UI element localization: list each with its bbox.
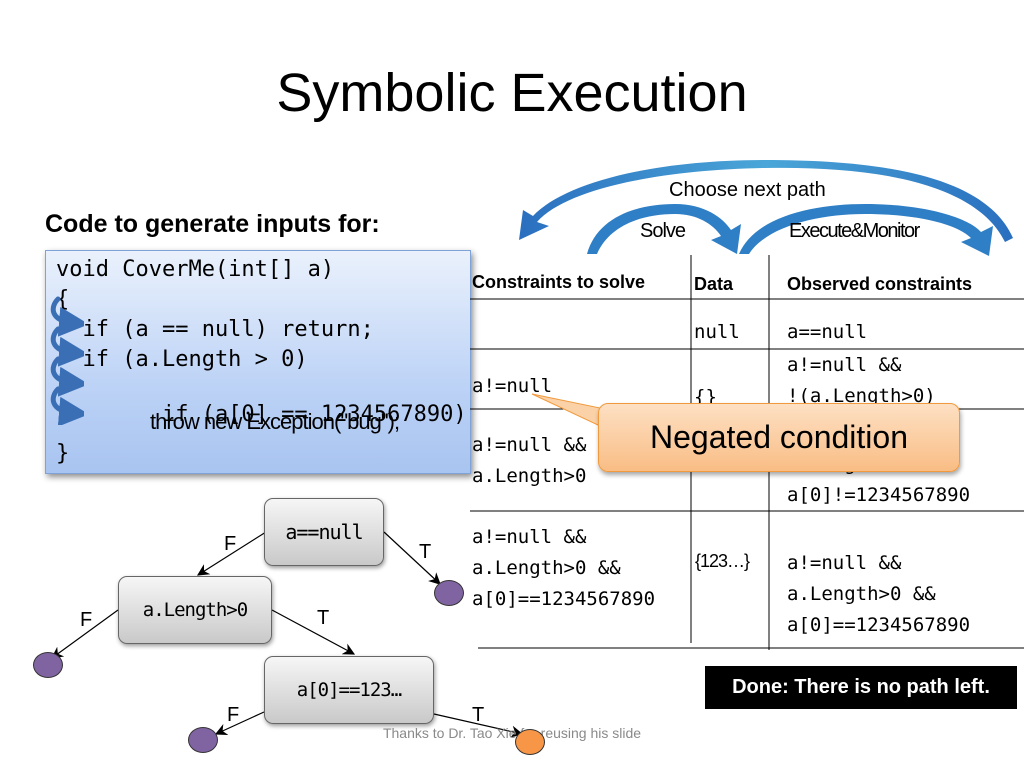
code-fragment: if (a[0] == [108,402,321,427]
leaf-node-bug [515,729,545,755]
done-banner: Done: There is no path left. [705,666,1017,709]
code-heading: Code to generate inputs for: [45,210,380,238]
tree-node-length: a.Length>0 [118,576,272,644]
row2-data: {} [694,386,717,408]
solve-arrow [587,204,741,254]
footer-credit: Thanks to Dr. Tao Xie for reusing his sl… [382,725,642,741]
tree-node-label: a[0]==123… [296,679,402,701]
edge-label-false: F [224,533,237,555]
execute-arrow [739,204,993,256]
header-observed: Observed constraints [787,274,973,294]
code-line: void CoverMe(int[] a) [56,257,335,282]
row1-observed: a==null [787,321,868,343]
leaf-node [33,652,63,678]
row1-data: null [694,321,740,343]
edge-label-false: F [80,609,93,631]
decision-tree-edges [51,531,524,738]
code-line: } [56,441,70,466]
row2-observed: a!=null && !(a.Length>0) [787,354,936,407]
cycle-arrows [519,160,1013,256]
edge-label-true: T [472,704,485,726]
header-constraints: Constraints to solve [472,272,646,292]
row4-constraints: a!=null && a.Length>0 && a[0]==123456789… [472,526,656,610]
tree-node-label: a==null [285,520,363,544]
row3-constraints: a!=null && a.Length>0 [472,434,587,487]
edge-label-true: T [317,607,330,629]
edge-label-false: F [227,704,240,726]
row4-observed: a!=null && a.Length>0 && a[0]==123456789… [787,552,971,636]
code-line: if (a[0] == 1234567890) [56,377,467,452]
row2-constraints: a!=null [472,375,553,397]
code-line: throw new Exception("bug"); [150,409,400,434]
tree-node-a-null: a==null [264,498,384,566]
tree-node-first-element: a[0]==123… [264,656,434,724]
code-line: if (a == null) return; [56,317,374,342]
code-line: if (a.Length > 0) [56,347,308,372]
loop-arrows-icon [50,296,84,425]
execute-label: Execute&Monitor [789,220,920,242]
negated-condition-callout: Negated condition [598,403,960,472]
tree-node-label: a.Length>0 [142,599,248,621]
code-box: void CoverMe(int[] a) { if (a == null) r… [45,250,471,474]
leaf-node [434,580,464,606]
row4-data: {123…} [695,551,750,571]
page-title: Symbolic Execution [276,63,748,123]
choose-label: Choose next path [669,179,826,201]
header-data: Data [694,274,734,294]
code-fragment: 1234567890) [320,402,467,427]
leaf-node [188,727,218,753]
edge-label-true: T [419,541,432,563]
solve-label: Solve [640,220,686,242]
code-line: { [56,287,70,312]
